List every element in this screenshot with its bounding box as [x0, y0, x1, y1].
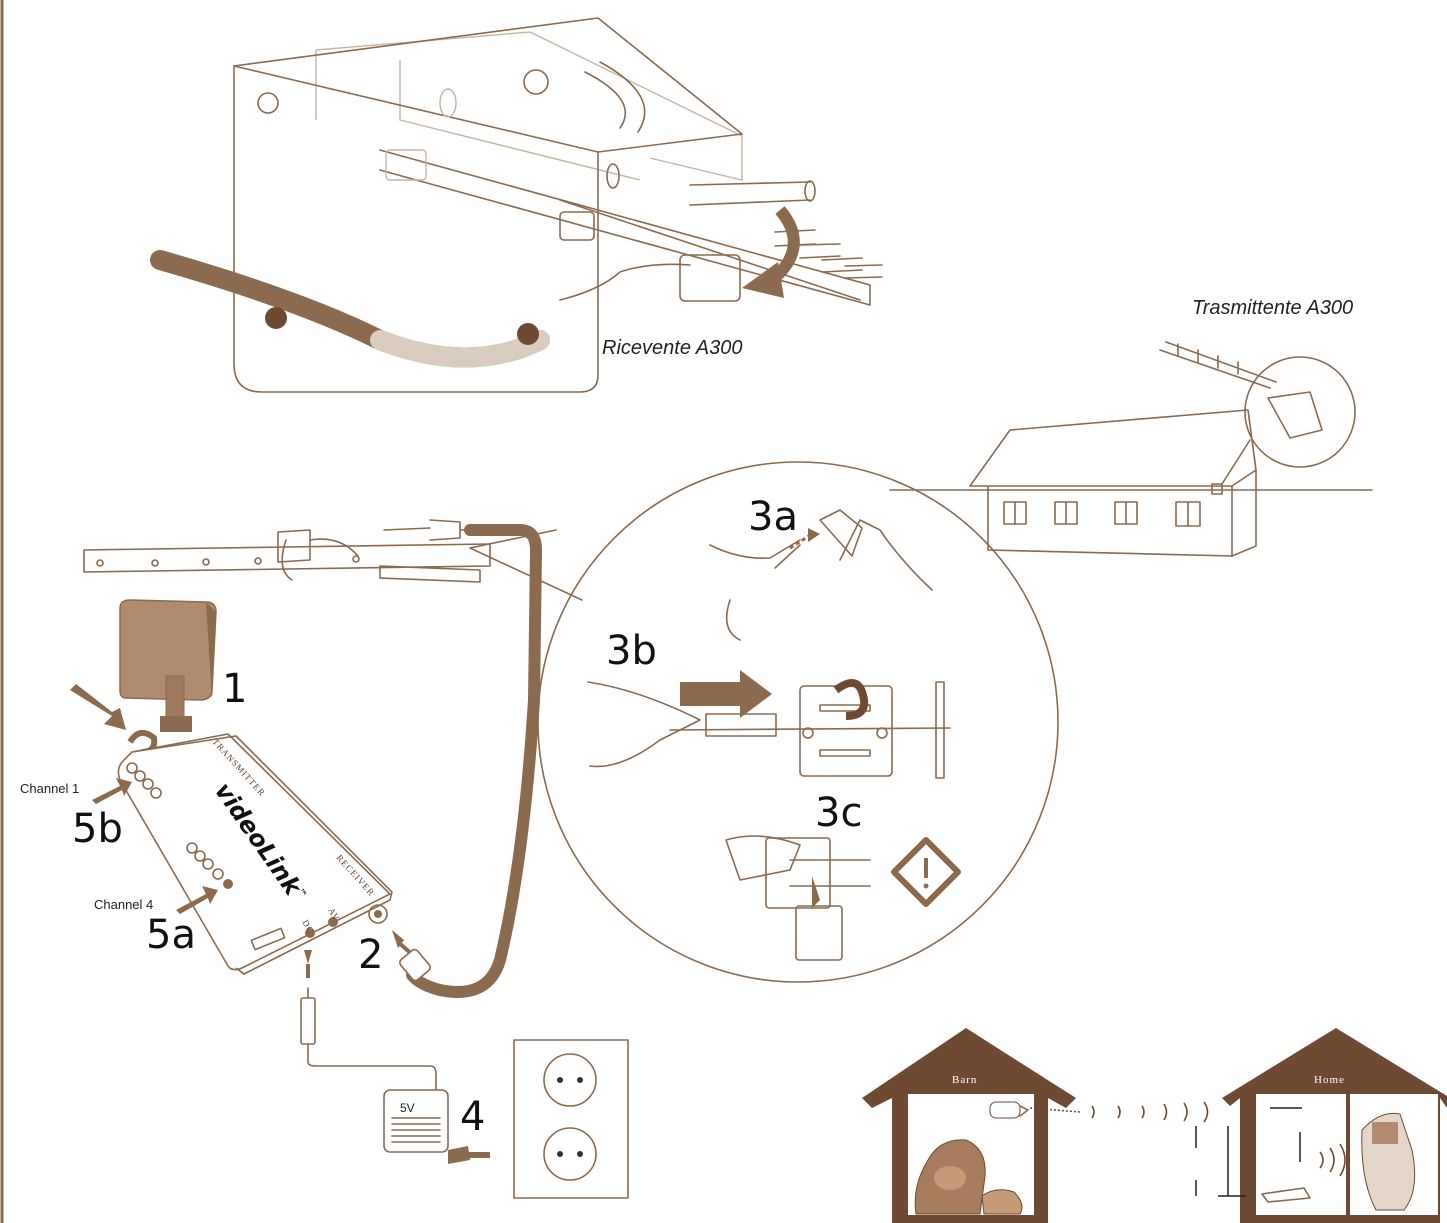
channel-1-leds — [126, 762, 162, 799]
panel-antenna-illustration — [70, 599, 217, 755]
antenna-bar-illustration — [83, 519, 583, 601]
channel-4-leds — [186, 842, 233, 889]
arrow-icon — [70, 684, 126, 730]
videolink-device: TRANSMITTER RECEIVER DC AV videoLink™ — [117, 733, 393, 975]
wall-socket-icon — [513, 1039, 629, 1199]
barn-label: Barn — [952, 1074, 977, 1086]
step-5b-label: 5b — [72, 806, 123, 852]
arrow-icon — [680, 670, 772, 718]
coax-connector — [392, 930, 431, 982]
adapter-voltage: 5V — [400, 1101, 415, 1115]
home-label: Home — [1314, 1074, 1345, 1086]
receiver-caption: Ricevente A300 — [602, 337, 742, 359]
cow-icon — [914, 1139, 1023, 1215]
step-4-label: 4 — [460, 1094, 485, 1140]
power-cable — [300, 950, 437, 1091]
barn-house-illustration — [862, 1028, 1081, 1223]
step-3b-label: 3b — [606, 628, 657, 674]
transmitter-caption: Trasmittente A300 — [1192, 297, 1353, 319]
warning-icon — [891, 837, 961, 907]
detail-circle — [537, 461, 1059, 983]
barn-building-illustration — [889, 341, 1373, 557]
rotate-icon — [833, 679, 869, 720]
channel-1-label: Channel 1 — [20, 781, 79, 796]
camera-icon — [989, 1101, 1021, 1119]
home-house-illustration — [1195, 1028, 1447, 1223]
step-5a-label: 5a — [146, 912, 196, 958]
arrow-icon — [176, 886, 218, 914]
step-3a-label: 3a — [748, 494, 798, 540]
arrow-icon — [92, 778, 132, 804]
power-adapter-icon: 5V — [383, 1089, 490, 1164]
coax-cable — [406, 524, 543, 998]
step-1-label: 1 — [222, 666, 247, 712]
step-2-label: 2 — [358, 932, 383, 978]
radio-waves — [1091, 1101, 1209, 1123]
channel-4-label: Channel 4 — [94, 897, 153, 912]
step-3c-label: 3c — [815, 790, 862, 836]
receiver-mount-illustration — [150, 17, 883, 393]
